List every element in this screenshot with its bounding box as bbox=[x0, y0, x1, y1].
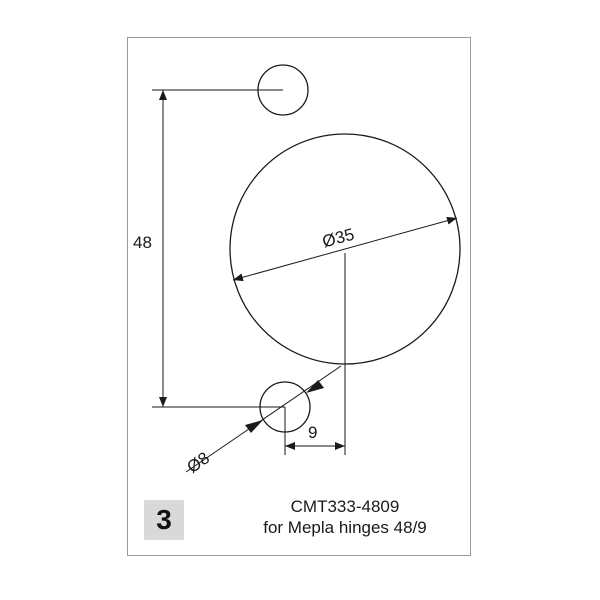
drawing-frame bbox=[127, 37, 471, 556]
part-description: for Mepla hinges 48/9 bbox=[263, 518, 427, 537]
spacing-dimension-label: 48 bbox=[133, 233, 152, 252]
offset-dimension-label: 9 bbox=[308, 423, 317, 442]
hole-diameter-label: Ø8 bbox=[184, 448, 213, 477]
cup-diameter-line bbox=[232, 216, 458, 282]
part-caption: CMT333-4809 for Mepla hinges 48/9 bbox=[230, 496, 460, 538]
part-number: CMT333-4809 bbox=[290, 497, 400, 516]
template-number-badge: 3 bbox=[144, 500, 184, 540]
hole-diameter-arrow-lower bbox=[245, 420, 263, 433]
hole-diameter-arrow-upper bbox=[306, 380, 324, 393]
